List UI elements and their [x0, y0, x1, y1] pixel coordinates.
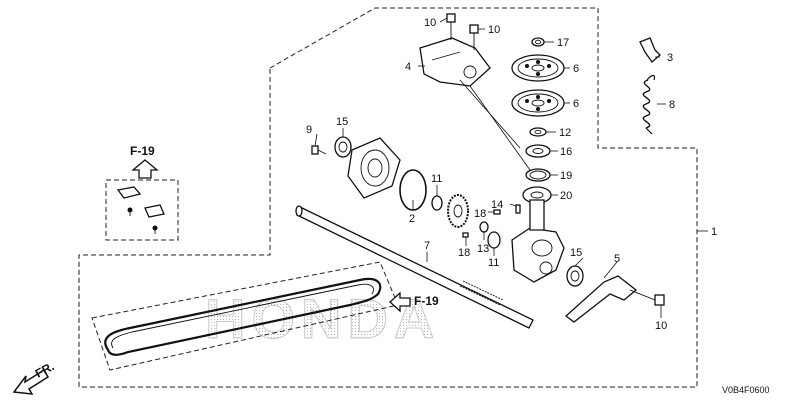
- callouts: 1 2 3 4 5 6 6 7 8 9 10 10 10 11 11 12 13…: [306, 17, 717, 332]
- callout-2: 2: [409, 213, 415, 225]
- callout-17: 17: [557, 37, 569, 49]
- bearing-16: [525, 144, 551, 158]
- callout-12: 12: [559, 127, 571, 139]
- callout-11a: 11: [431, 173, 442, 185]
- seal-15b: [566, 265, 584, 287]
- bolt-10a: [446, 13, 456, 40]
- pulley-6b: [511, 89, 565, 117]
- callout-7: 7: [424, 240, 430, 252]
- assembly-border: [78, 7, 698, 388]
- washer-11b: [487, 231, 501, 249]
- callout-9: 9: [306, 124, 312, 136]
- callout-11b: 11: [488, 257, 499, 269]
- bracket-plate-2: [144, 204, 165, 218]
- callout-18a: 18: [474, 208, 486, 220]
- callout-6a: 6: [573, 63, 579, 75]
- up-arrow-icon: [131, 159, 159, 179]
- key-18b: [462, 232, 469, 238]
- callout-6b: 6: [573, 98, 579, 110]
- callout-15a: 15: [336, 116, 348, 128]
- callout-14: 14: [491, 199, 503, 211]
- callout-4: 4: [405, 61, 411, 73]
- belt-group: F-19: [91, 261, 439, 371]
- bracket-plate: [116, 186, 142, 199]
- front-arrow: FR.: [12, 359, 56, 395]
- bolt-10c: [629, 289, 665, 306]
- shaft-7: [295, 205, 534, 329]
- f19-label: F-19: [130, 144, 155, 158]
- pulley-6a: [511, 54, 565, 82]
- callout-15b: 15: [570, 247, 582, 259]
- bracket-5: [564, 275, 638, 323]
- callout-8: 8: [669, 99, 675, 111]
- callout-1: 1: [711, 226, 717, 238]
- callout-16: 16: [560, 146, 572, 158]
- washer-13: [479, 221, 489, 233]
- bolt-9: [311, 145, 327, 155]
- callout-3: 3: [667, 52, 673, 64]
- f19-belt-label: F-19: [414, 294, 439, 308]
- callout-5: 5: [614, 253, 620, 265]
- pin-14: [515, 204, 521, 214]
- right-arrow-icon: [389, 291, 411, 313]
- callout-19: 19: [560, 170, 572, 182]
- f19-reference-box: F-19: [105, 144, 179, 241]
- spring-8: [642, 74, 656, 135]
- nut-17: [531, 37, 545, 47]
- gear-case-cover-4: [419, 37, 491, 87]
- bearing-19: [525, 168, 551, 182]
- gear: [447, 194, 469, 228]
- washer-12: [529, 127, 547, 137]
- bracket-3: [639, 37, 661, 63]
- gear-case-body: [511, 199, 565, 283]
- callout-10c: 10: [655, 320, 667, 332]
- seal-15a: [334, 136, 352, 158]
- leader-lines: [314, 17, 708, 318]
- flange-cover: [347, 137, 401, 199]
- washer-11a: [431, 195, 443, 211]
- callout-18b: 18: [458, 247, 470, 259]
- callout-13: 13: [477, 243, 489, 255]
- honda-watermark: HONDA: [205, 287, 440, 350]
- diagram-code: V0B4F0600: [722, 385, 770, 395]
- callout-20: 20: [560, 190, 572, 202]
- callout-10b: 10: [488, 24, 500, 36]
- callout-10a: 10: [424, 17, 436, 29]
